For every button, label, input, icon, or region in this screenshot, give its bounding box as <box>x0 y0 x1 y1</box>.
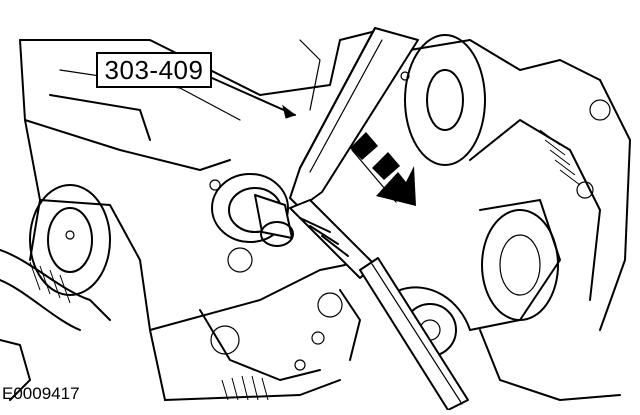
leader-arrow-head-icon <box>282 104 297 119</box>
bolt-markers <box>65 71 410 371</box>
lower-housing <box>199 289 361 401</box>
extraction-rod <box>289 199 469 411</box>
rotation-direction-arrow-icon <box>350 132 416 206</box>
tool-number-callout: 303-409 <box>96 52 212 88</box>
engine-block-outline <box>19 29 381 401</box>
timing-components <box>399 34 631 401</box>
camshaft-seal <box>211 173 294 247</box>
callout-leader-line <box>211 77 296 116</box>
left-pulley-assembly <box>0 184 111 401</box>
figure-id-label: E0009417 <box>2 384 80 403</box>
